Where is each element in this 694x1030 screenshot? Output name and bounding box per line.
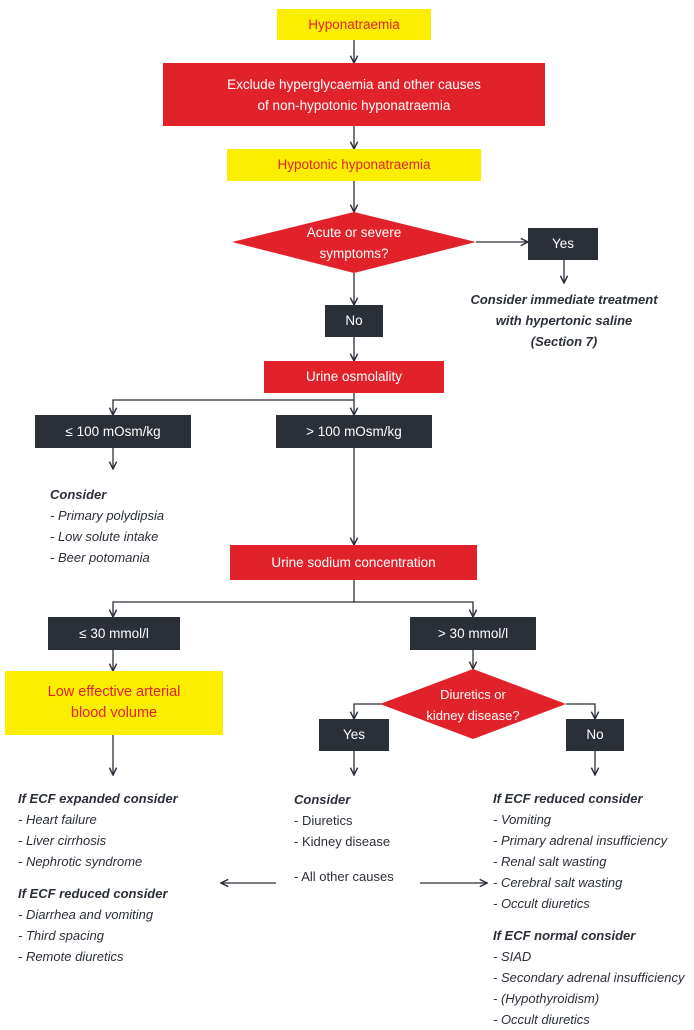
urine-osmolality-label: Urine osmolality: [305, 369, 403, 384]
ecf-expanded-item: - Nephrotic syndrome: [18, 854, 143, 869]
ecf-normal-item: - Secondary adrenal insufficiency: [493, 970, 685, 985]
ecf-normal-item: - SIAD: [493, 949, 532, 964]
osm-high-box: > 100 mOsm/kg: [276, 415, 432, 448]
diuretics-line-1: Diuretics or: [440, 687, 506, 702]
exclude-line-2: of non-hypotonic hyponatraemia: [257, 97, 451, 113]
ecf-reduced-left-item: - Remote diuretics: [18, 949, 124, 964]
low-effective-box: Low effective arterial blood volume: [5, 671, 223, 735]
diuretics-question-label: Diuretics or kidney disease?: [403, 684, 543, 726]
ecf-reduced-right-title: If ECF reduced consider: [493, 791, 643, 806]
low-effective-line-1: Low effective arterial: [47, 684, 181, 700]
osm-low-box: ≤ 100 mOsm/kg: [35, 415, 191, 448]
low-effective-line-2: blood volume: [70, 705, 158, 721]
arrow-diuretics-no: [566, 703, 595, 719]
no-box-diuretics: No: [566, 719, 624, 751]
low-osm-item: - Low solute intake: [50, 529, 159, 544]
ecf-reduced-right-item: - Occult diuretics: [493, 896, 590, 911]
ecf-reduced-left-note: If ECF reduced consider - Diarrhea and v…: [18, 883, 168, 967]
hypotonic-label: Hypotonic hyponatraemia: [277, 157, 431, 172]
low-osm-item: - Beer potomania: [50, 550, 150, 565]
ecf-reduced-left-item: - Diarrhea and vomiting: [18, 907, 154, 922]
hypertonic-line-3: (Section 7): [530, 334, 598, 349]
na-high-label: > 30 mmol/l: [437, 625, 509, 641]
arrow-sodium-low: [113, 580, 355, 617]
ecf-reduced-right-item: - Primary adrenal insufficiency: [493, 833, 668, 848]
urine-osmolality-box: Urine osmolality: [264, 361, 444, 393]
ecf-reduced-left-item: - Third spacing: [18, 928, 104, 943]
low-osm-note: Consider - Primary polydipsia - Low solu…: [50, 484, 164, 568]
ecf-reduced-right-item: - Vomiting: [493, 812, 552, 827]
hypertonic-line-1: Consider immediate treatment: [470, 292, 658, 307]
yes-box-diuretics: Yes: [319, 719, 389, 751]
hyponatraemia-label: Hyponatraemia: [308, 16, 400, 32]
acute-line-2: symptoms?: [319, 246, 389, 261]
diuretics-diamond: [380, 669, 566, 739]
middle-consider-title: Consider: [294, 792, 351, 807]
ecf-reduced-left-title: If ECF reduced consider: [18, 886, 168, 901]
ecf-normal-title: If ECF normal consider: [493, 928, 636, 943]
ecf-expanded-title: If ECF expanded consider: [18, 791, 178, 806]
osm-high-label: > 100 mOsm/kg: [306, 423, 402, 439]
ecf-expanded-note: If ECF expanded consider - Heart failure…: [18, 788, 178, 872]
acute-symptoms-label: Acute or severe symptoms?: [274, 222, 434, 264]
exclude-box: Exclude hyperglycaemia and other causes …: [163, 63, 545, 126]
na-low-box: ≤ 30 mmol/l: [48, 617, 180, 650]
ecf-reduced-right-item: - Cerebral salt wasting: [493, 875, 623, 890]
acute-line-1: Acute or severe: [306, 225, 402, 240]
na-high-box: > 30 mmol/l: [410, 617, 536, 650]
hyponatraemia-box: Hyponatraemia: [277, 9, 431, 40]
no-diuretics-label: No: [586, 727, 604, 742]
diuretics-line-2: kidney disease?: [426, 708, 520, 723]
ecf-reduced-right-item: - Renal salt wasting: [493, 854, 607, 869]
hypotonic-box: Hypotonic hyponatraemia: [227, 149, 481, 181]
yes-top-label: Yes: [551, 236, 575, 251]
arrow-sodium-high: [354, 601, 473, 617]
ecf-normal-item: - (Hypothyroidism): [493, 991, 600, 1006]
ecf-normal-note: If ECF normal consider - SIAD - Secondar…: [493, 925, 685, 1030]
acute-symptoms-diamond: [232, 212, 476, 273]
exclude-line-1: Exclude hyperglycaemia and other causes: [227, 76, 481, 92]
osm-low-label: ≤ 100 mOsm/kg: [65, 423, 161, 439]
yes-box-top: Yes: [528, 228, 598, 260]
urine-sodium-label: Urine sodium concentration: [271, 554, 436, 570]
no-top-label: No: [345, 313, 363, 328]
middle-consider-item: - Kidney disease: [294, 834, 391, 849]
arrow-diuretics-yes: [354, 703, 382, 719]
hypertonic-line-2: with hypertonic saline: [495, 313, 633, 328]
middle-consider-item: - Diuretics: [294, 813, 353, 828]
arrow-osmolality-low: [113, 399, 354, 415]
ecf-expanded-item: - Heart failure: [18, 812, 97, 827]
hypertonic-note: Consider immediate treatment with hypert…: [450, 289, 678, 352]
low-osm-item: - Primary polydipsia: [50, 508, 165, 523]
middle-consider-note: Consider - Diuretics - Kidney disease - …: [294, 789, 394, 887]
yes-diuretics-label: Yes: [342, 727, 366, 742]
na-low-label: ≤ 30 mmol/l: [79, 625, 149, 641]
no-box-top: No: [325, 305, 383, 337]
low-osm-title: Consider: [50, 487, 107, 502]
urine-sodium-box: Urine sodium concentration: [230, 545, 477, 580]
ecf-reduced-right-note: If ECF reduced consider - Vomiting - Pri…: [493, 788, 667, 914]
ecf-expanded-item: - Liver cirrhosis: [18, 833, 107, 848]
all-other-causes: - All other causes: [294, 869, 394, 884]
ecf-normal-item: - Occult diuretics: [493, 1012, 590, 1027]
